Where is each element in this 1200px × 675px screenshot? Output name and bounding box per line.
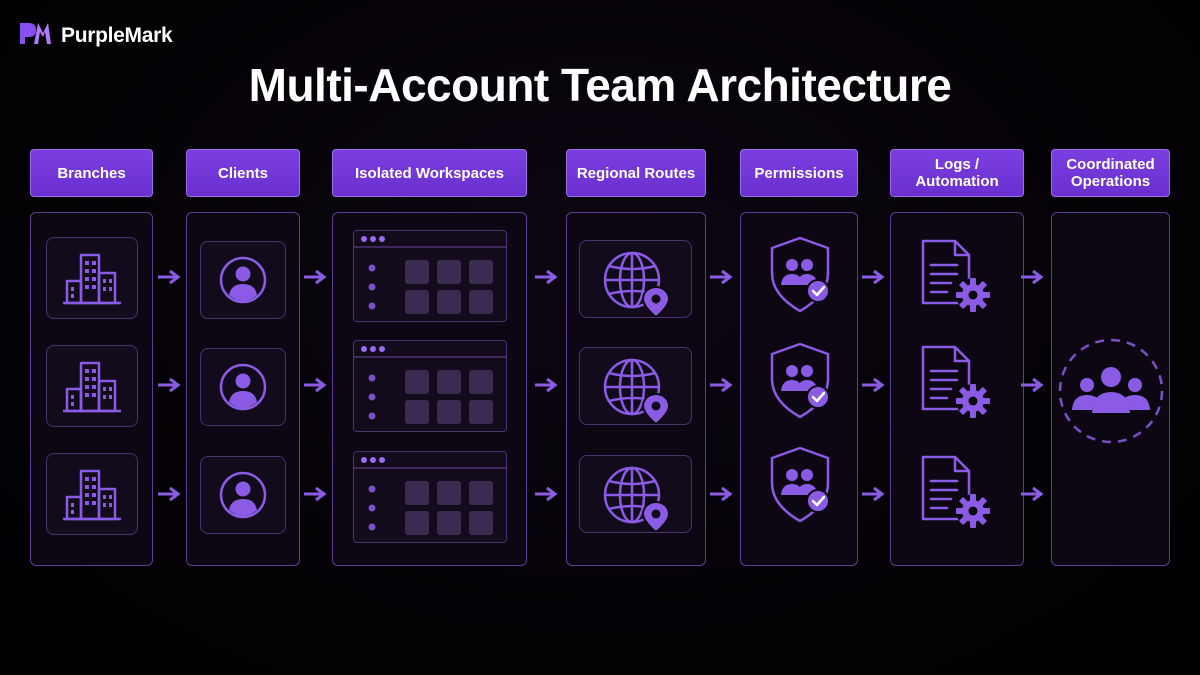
user-avatar-icon: [219, 256, 267, 304]
route-tile: [579, 240, 692, 318]
column-header-branches: Branches: [30, 149, 153, 197]
arrow-right-icon: [1021, 269, 1044, 285]
client-tile: [200, 348, 286, 426]
brand: PurpleMark: [18, 20, 173, 51]
page-title: Multi-Account Team Architecture: [248, 59, 952, 111]
arrow-right-icon: [710, 377, 733, 393]
workspace-window-icon: [353, 346, 507, 424]
arrow-right-icon: [158, 377, 181, 393]
shield-users-check-icon: [770, 446, 830, 523]
globe-location-icon: [603, 251, 671, 317]
arrow-right-icon: [158, 486, 181, 502]
column-header-coordinated-operations: Coordinated Operations: [1051, 149, 1170, 197]
building-icon: [63, 469, 121, 521]
column-branches: [30, 212, 153, 566]
arrow-right-icon: [535, 269, 558, 285]
arrow-right-icon: [304, 486, 327, 502]
arrow-right-icon: [862, 486, 885, 502]
column-logs-automation: [890, 212, 1024, 566]
shield-users-check-icon: [770, 342, 830, 419]
building-icon: [63, 361, 121, 413]
workspace-tile: [353, 451, 507, 543]
column-header-regional-routes: Regional Routes: [566, 149, 706, 197]
workspace-tile: [353, 230, 507, 322]
column-isolated-workspaces: [332, 212, 527, 566]
brand-name: PurpleMark: [61, 23, 173, 47]
arrow-right-icon: [158, 269, 181, 285]
branch-tile: [46, 453, 138, 535]
user-avatar-icon: [219, 363, 267, 411]
pm-logo-icon: [18, 20, 52, 51]
column-regional-routes: [566, 212, 706, 566]
client-tile: [200, 241, 286, 319]
branch-tile: [46, 237, 138, 319]
building-icon: [63, 253, 121, 305]
branch-tile: [46, 345, 138, 427]
column-header-clients: Clients: [186, 149, 300, 197]
arrow-right-icon: [1021, 377, 1044, 393]
arrow-right-icon: [710, 486, 733, 502]
column-header-isolated-workspaces: Isolated Workspaces: [332, 149, 527, 197]
route-tile: [579, 455, 692, 533]
workspace-window-icon: [353, 457, 507, 535]
arrow-right-icon: [1021, 486, 1044, 502]
column-clients: [186, 212, 300, 566]
column-permissions: [740, 212, 858, 566]
arrow-right-icon: [535, 486, 558, 502]
team-group-icon: [1058, 338, 1164, 444]
client-tile: [200, 456, 286, 534]
workspace-window-icon: [353, 236, 507, 314]
column-header-permissions: Permissions: [740, 149, 858, 197]
arrow-right-icon: [862, 377, 885, 393]
document-gear-icon: [921, 455, 990, 528]
document-gear-icon: [921, 345, 990, 418]
arrow-right-icon: [710, 269, 733, 285]
route-tile: [579, 347, 692, 425]
user-avatar-icon: [219, 471, 267, 519]
document-gear-icon: [921, 239, 990, 312]
shield-users-check-icon: [770, 236, 830, 313]
arrow-right-icon: [304, 269, 327, 285]
column-coordinated-operations: [1051, 212, 1170, 566]
globe-location-icon: [603, 466, 671, 532]
workspace-tile: [353, 340, 507, 432]
arrow-right-icon: [535, 377, 558, 393]
arrow-right-icon: [304, 377, 327, 393]
column-header-logs-automation: Logs / Automation: [890, 149, 1024, 197]
arrow-right-icon: [862, 269, 885, 285]
globe-location-icon: [603, 358, 671, 424]
